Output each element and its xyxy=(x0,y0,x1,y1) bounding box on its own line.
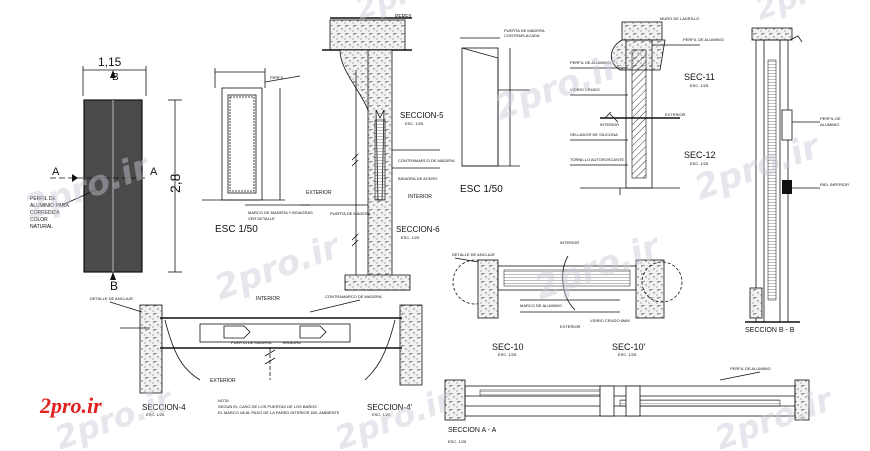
svg-text:PUERTA DE MADERA: PUERTA DE MADERA xyxy=(504,28,545,33)
svg-text:MURO DE LADRILLO: MURO DE LADRILLO xyxy=(660,16,699,21)
svg-text:BISAGRA DE ACERO: BISAGRA DE ACERO xyxy=(398,176,437,181)
svg-text:PERFIL DE ALUMINIO: PERFIL DE ALUMINIO xyxy=(683,37,724,42)
svg-text:MARCO DE ALUMINIO: MARCO DE ALUMINIO xyxy=(520,303,562,308)
sec-11-12-wall: INTERIOR EXTERIOR SEC-11 ESC. 1/25 SEC-1… xyxy=(570,16,724,195)
svg-text:VER DETALLE: VER DETALLE xyxy=(248,216,275,221)
svg-text:ESC. 1/25: ESC. 1/25 xyxy=(372,412,391,417)
svg-text:ESC. 1/25: ESC. 1/25 xyxy=(498,352,517,357)
seccion-6-title: SECCION-6 xyxy=(396,225,440,234)
svg-text:INTERIOR: INTERIOR xyxy=(600,122,619,127)
svg-text:2pro.ir: 2pro.ir xyxy=(710,379,840,451)
svg-text:EXTERIOR: EXTERIOR xyxy=(560,324,581,329)
svg-text:ESC. 1/25: ESC. 1/25 xyxy=(618,352,637,357)
seccion-4-plan: INTERIOR EXTERIOR DETALLE DE ANCLAJE CON… xyxy=(90,294,423,417)
svg-text:DETALLE DE ANCLAJE: DETALLE DE ANCLAJE xyxy=(452,252,495,257)
svg-text:2pro.ir: 2pro.ir xyxy=(689,126,826,209)
seccion-aa-title: SECCION A - A xyxy=(448,427,497,434)
svg-text:BISAGRA: BISAGRA xyxy=(283,340,301,345)
nota-line-1: SEGUN EL CASO DE LOS PUERTAS DE LOS BAÑO… xyxy=(218,404,317,409)
seccion-bb: PERFIL DE ALUMINIO RIEL INFERIOR SECCION… xyxy=(745,27,849,334)
svg-text:PERFIL: PERFIL xyxy=(395,14,413,20)
svg-text:ALUMINIO: ALUMINIO xyxy=(820,122,839,127)
svg-text:2pro.ir: 2pro.ir xyxy=(751,0,870,28)
seccion-aa: PERFIL DE ALUMINIO SECCION A - A ESC. 1/… xyxy=(444,366,810,444)
svg-text:PUERTA DE MADERA: PUERTA DE MADERA xyxy=(330,211,371,216)
svg-text:SELLADOR DE SILICONA: SELLADOR DE SILICONA xyxy=(570,132,618,137)
door-elevation-mid: PUERTA DE MADERA CONTRAPLACADA ESC 1/50 xyxy=(460,28,545,195)
door-width-dim: 1,15 xyxy=(98,55,122,69)
svg-text:ESC. 1/25: ESC. 1/25 xyxy=(401,235,420,240)
nota-title: NOTA xyxy=(218,398,229,403)
brand-logo: 2pro.ir xyxy=(39,393,102,418)
door-height-dim: 2,8 xyxy=(167,173,183,193)
svg-text:VIDRIO CRUDO 6MM: VIDRIO CRUDO 6MM xyxy=(590,318,630,323)
sec-10p-title: SEC-10' xyxy=(612,342,646,352)
svg-text:MARCO DE MADERA Y BISAGRAS: MARCO DE MADERA Y BISAGRAS xyxy=(248,210,313,215)
svg-text:INTERIOR: INTERIOR xyxy=(560,240,579,245)
svg-text:ESC. 1/25: ESC. 1/25 xyxy=(690,83,709,88)
svg-text:ESC. 1/25: ESC. 1/25 xyxy=(405,121,424,126)
sec-10-title: SEC-10 xyxy=(492,342,524,352)
seccion-5-title: SECCION-5 xyxy=(400,111,444,120)
svg-text:PERFIL DE ALUMINIO: PERFIL DE ALUMINIO xyxy=(570,60,611,65)
svg-text:2pro.ir: 2pro.ir xyxy=(330,379,460,451)
seccion-bb-title: SECCION B - B xyxy=(745,327,795,334)
esc-150-left-label: ESC 1/50 xyxy=(215,224,258,235)
exterior-label-lower: EXTERIOR xyxy=(210,378,236,384)
marker-a-right: A xyxy=(150,166,158,178)
door-elevation-panel: PERFIL MARCO DE MADERA Y BISAGRAS VER DE… xyxy=(202,68,313,235)
svg-text:CONTRAMARCO DE MADERA: CONTRAMARCO DE MADERA xyxy=(398,158,455,163)
nota-line-2: EL MARCO VA AL PASO DE LA PARED INTERIOR… xyxy=(218,410,340,415)
svg-text:PERFIL DE: PERFIL DE xyxy=(820,116,841,121)
seccion-4p-title: SECCION-4' xyxy=(367,403,413,412)
seccion-4-title: SECCION-4 xyxy=(142,403,186,412)
svg-text:PERFIL: PERFIL xyxy=(270,75,285,80)
svg-text:ESC. 1/25: ESC. 1/25 xyxy=(690,161,709,166)
sec-12-title: SEC-12 xyxy=(684,150,716,160)
svg-text:NATURAL: NATURAL xyxy=(30,224,53,230)
section-marker-b-bottom xyxy=(110,272,116,280)
svg-text:CONTRAPLACADA: CONTRAPLACADA xyxy=(504,33,540,38)
svg-text:RIEL INFERIOR: RIEL INFERIOR xyxy=(820,182,849,187)
svg-text:COLOR: COLOR xyxy=(30,217,48,223)
svg-text:PERFIL DE ALUMINIO: PERFIL DE ALUMINIO xyxy=(730,366,771,371)
exterior-label-upper: EXTERIOR xyxy=(306,190,332,196)
svg-text:VIDRIO CRUDO: VIDRIO CRUDO xyxy=(570,87,600,92)
section-marker-b-top xyxy=(110,70,116,78)
marker-b-bottom: B xyxy=(110,279,118,293)
sec-11-title: SEC-11 xyxy=(684,72,715,82)
esc-150-mid-label: ESC 1/50 xyxy=(460,184,503,195)
marker-a-left: A xyxy=(52,166,60,178)
svg-text:TORNILLO AUTOROSCANTE: TORNILLO AUTOROSCANTE xyxy=(570,157,624,162)
svg-text:EXTERIOR: EXTERIOR xyxy=(665,112,686,117)
door-elevation-sliding: 1,15 B A A B 2,8 PERFIL DE ALUMINIO PARA… xyxy=(30,55,183,293)
svg-text:ESC. 1/25: ESC. 1/25 xyxy=(146,412,165,417)
svg-text:CONTRAMARCO DE MADERA: CONTRAMARCO DE MADERA xyxy=(325,294,382,299)
svg-text:DETALLE DE ANCLAJE: DETALLE DE ANCLAJE xyxy=(90,296,133,301)
interior-label-lower: INTERIOR xyxy=(256,296,280,302)
sec-10-plan: DETALLE DE ANCLAJE INTERIOR EXTERIOR SEC… xyxy=(452,240,683,357)
svg-text:ALUMINIO PARA: ALUMINIO PARA xyxy=(30,203,69,209)
perfil-note: PERFIL DE ALUMINIO PARA CORREDIZA COLOR … xyxy=(30,196,69,230)
seccion-5-6-wall: SECCION-5 ESC. 1/25 SECCION-6 ESC. 1/25 … xyxy=(300,14,455,291)
marker-b-top: B xyxy=(112,72,119,83)
svg-text:ESC. 1/25: ESC. 1/25 xyxy=(448,439,467,444)
interior-label-upper: INTERIOR xyxy=(408,194,432,200)
svg-text:CORREDIZA: CORREDIZA xyxy=(30,210,60,216)
svg-text:PUERTA DE MADERA: PUERTA DE MADERA xyxy=(231,340,272,345)
svg-text:PERFIL DE: PERFIL DE xyxy=(30,196,56,202)
